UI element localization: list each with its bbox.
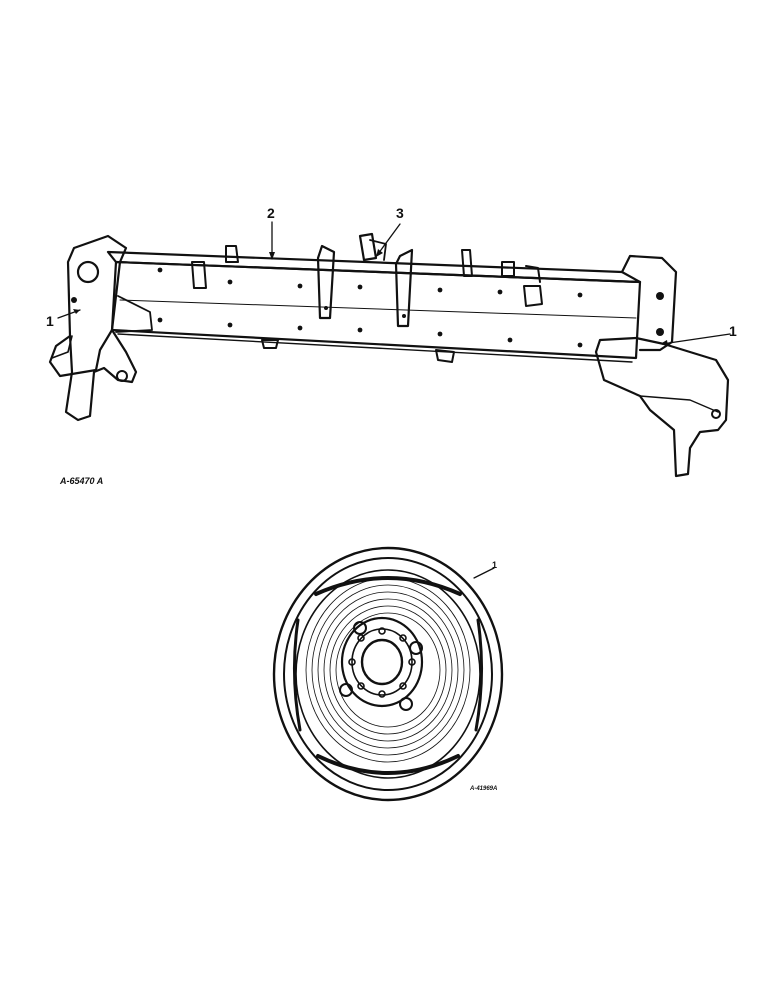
beam-top-face xyxy=(106,250,642,284)
figure-id-bottom: A-41969A xyxy=(469,786,497,792)
wheel-center-bore xyxy=(360,638,404,686)
beam-front-face xyxy=(110,260,642,360)
rim-shade-bottom xyxy=(316,754,460,775)
beam-bottom-edge xyxy=(117,333,633,363)
leader-wheel-1 xyxy=(473,567,495,579)
underside-tabs xyxy=(261,339,455,363)
hanging-straps xyxy=(316,244,414,328)
beam-crease-line xyxy=(119,299,637,319)
callout-wheel-1: 1 xyxy=(492,560,497,570)
wheel-inner-rim xyxy=(283,557,493,791)
callout-top-2: 2 xyxy=(267,205,275,221)
left-end-bracket xyxy=(48,234,153,422)
wheel-illustration xyxy=(272,546,504,802)
leader-top-3 xyxy=(377,223,401,255)
wheel-disc-edge xyxy=(295,569,481,779)
right-end-bracket xyxy=(594,254,730,478)
wheel-mounting-lugs xyxy=(339,621,423,711)
top-figure-leaders xyxy=(57,221,731,346)
figure-id-top: A-65470 A xyxy=(59,476,103,486)
leader-right-1 xyxy=(661,333,731,345)
left-bracket-pivot-hole xyxy=(76,260,100,284)
wheel-disc-grooves xyxy=(305,577,471,763)
wheel-bolt-circle xyxy=(351,628,413,696)
callout-left-1: 1 xyxy=(46,313,54,329)
top-mounting-brackets xyxy=(191,245,543,307)
callout-top-3: 3 xyxy=(396,205,404,221)
clip-part-3 xyxy=(358,232,387,262)
wheel-hub-plate xyxy=(340,616,424,708)
beam-bolt-holes xyxy=(157,267,583,348)
callout-right-1: 1 xyxy=(729,323,737,339)
wheel-outer-rim xyxy=(272,546,504,802)
wheel-lug-bolts xyxy=(348,627,416,698)
axle-frame-illustration xyxy=(48,232,730,478)
